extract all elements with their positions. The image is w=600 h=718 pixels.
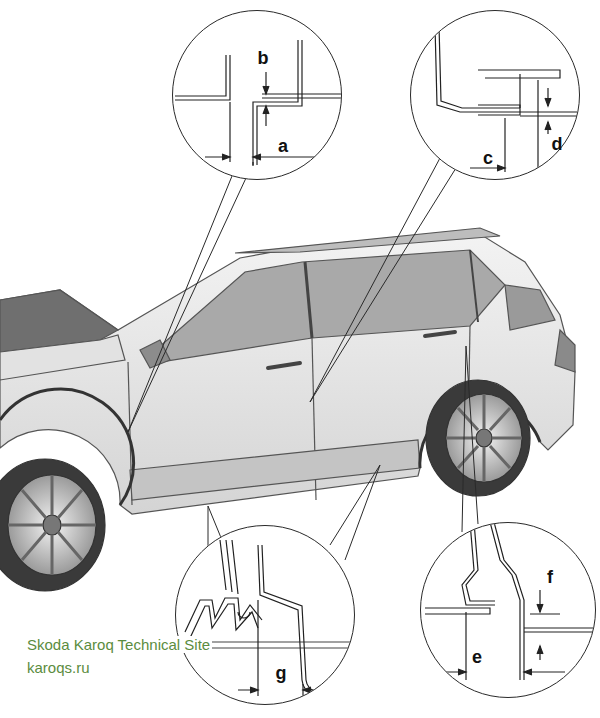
- watermark: Skoda Karoq Technical Site: [25, 636, 212, 653]
- dimension-letter: f: [546, 568, 554, 586]
- detail-a-b: [175, 40, 350, 166]
- dimension-letter: d: [551, 135, 564, 153]
- detail-g: [180, 540, 360, 700]
- detail-circle: ba: [172, 10, 342, 180]
- detail-c-d: [435, 25, 590, 172]
- detail-circle-fills: [172, 10, 596, 705]
- detail-circle: g: [175, 525, 355, 705]
- detail-circle: fe: [420, 522, 596, 698]
- dimension-letter: e: [471, 648, 483, 666]
- dimension-letter: g: [275, 664, 288, 682]
- dimension-letter: b: [257, 49, 270, 67]
- leader-lines: [128, 158, 478, 560]
- detail-e-f: [425, 522, 600, 680]
- dimension-letter: c: [482, 149, 494, 167]
- watermark: karoqs.ru: [25, 659, 92, 676]
- car-body: [0, 228, 575, 514]
- dimension-letter: a: [277, 137, 289, 155]
- detail-circle: dc: [410, 10, 580, 180]
